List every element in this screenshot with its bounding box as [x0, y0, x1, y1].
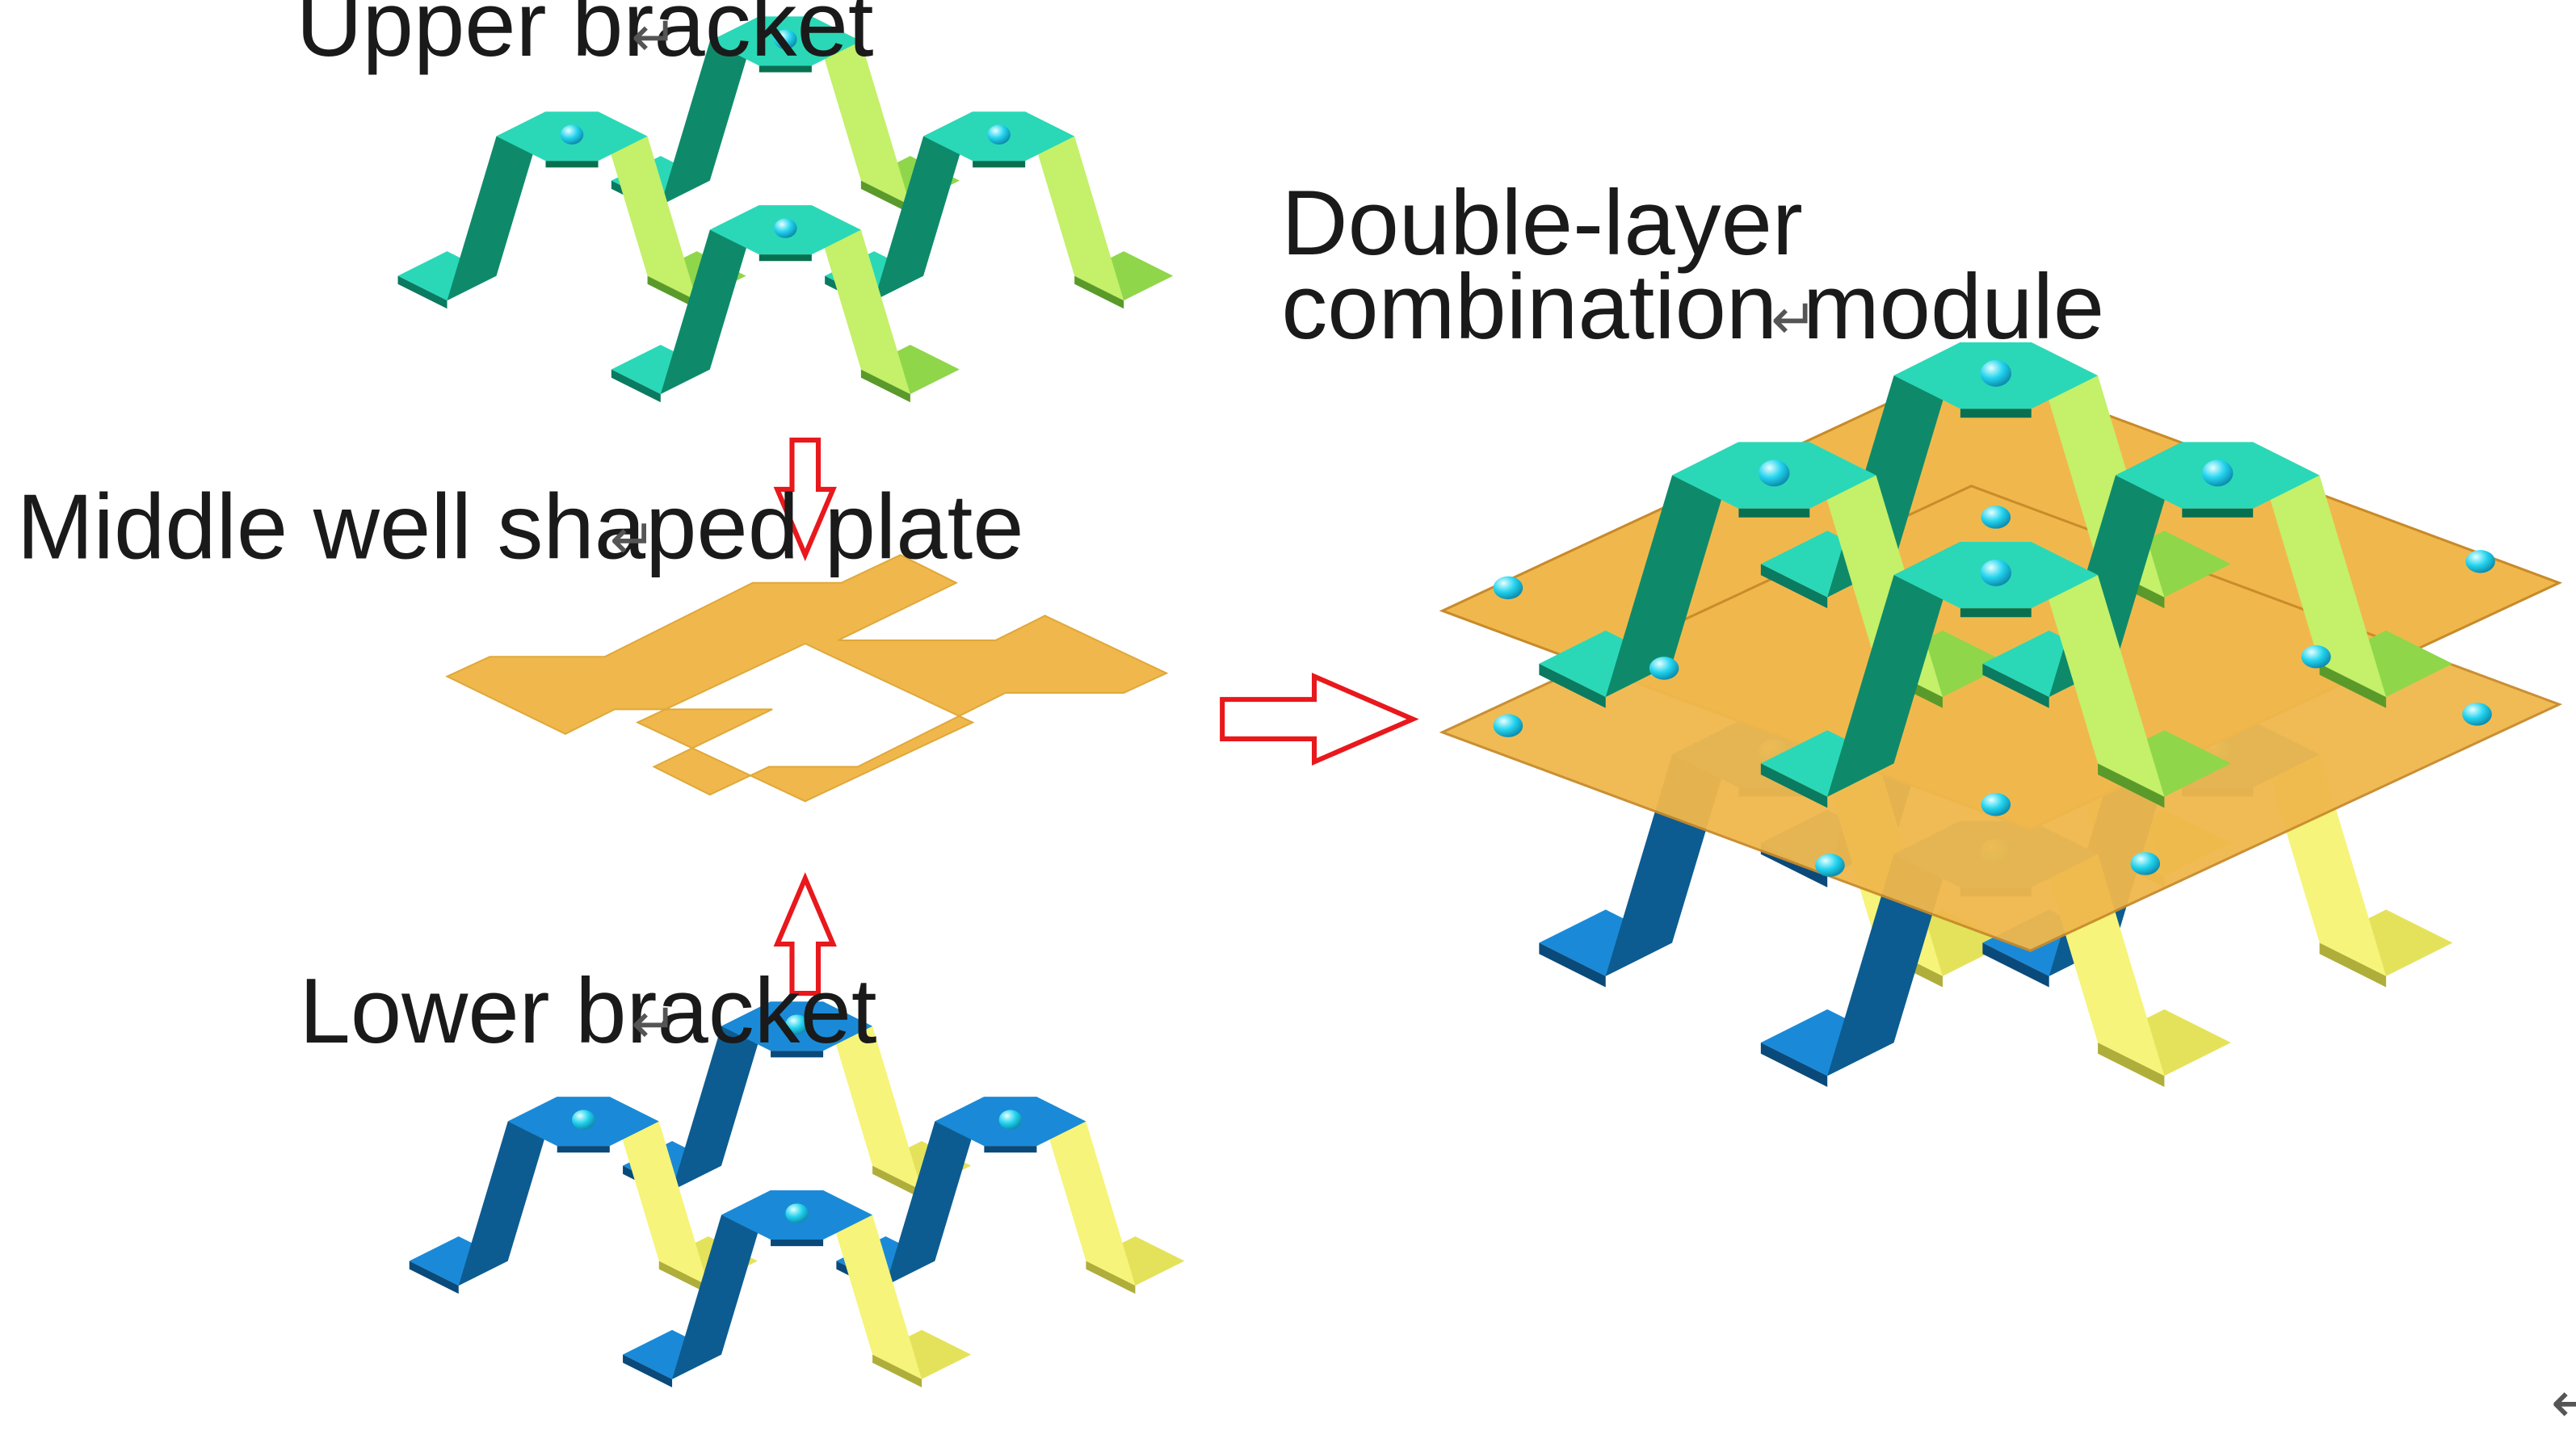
combination-module-label-line1: Double-layer	[1281, 172, 1802, 275]
return-mark: ↵	[631, 5, 678, 68]
hollow-arrow-icon	[773, 871, 837, 997]
combination-module	[1439, 342, 2563, 1087]
return-mark: ↵	[610, 507, 657, 570]
combination-module-label-line2: combination module	[1281, 256, 2104, 359]
hollow-arrow-icon	[773, 437, 837, 562]
middle-plate-label: Middle well shaped plate	[17, 476, 1024, 578]
return-mark: ↵	[1771, 287, 1817, 350]
return-mark: ↵	[631, 992, 678, 1055]
well-plate-icon	[445, 554, 1169, 803]
return-mark: ↵	[2551, 1371, 2576, 1434]
hollow-arrow-icon	[1220, 673, 1419, 766]
bolt-icon	[1493, 506, 2495, 877]
lower-bracket-label: Lower bracket	[300, 960, 877, 1063]
upper-bracket-label: Upper bracket	[296, 0, 873, 76]
